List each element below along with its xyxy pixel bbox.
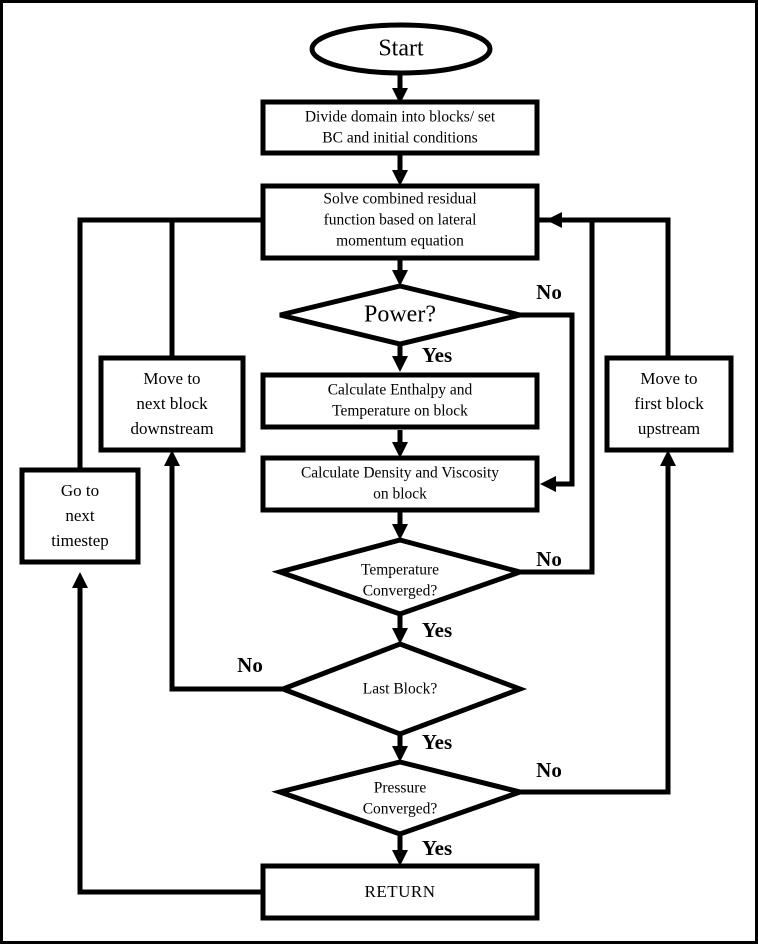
move-downstream-line1: Move to: [143, 369, 200, 388]
arrowhead-return: [392, 850, 408, 866]
edge-press-no: [520, 460, 671, 795]
divide-domain-line1: Divide domain into blocks/ set: [305, 109, 496, 126]
branch-label-press-yes: Yes: [422, 836, 452, 860]
return-label: RETURN: [365, 882, 436, 901]
move-upstream-box[interactable]: [604, 355, 734, 453]
connectors: [72, 72, 676, 895]
node-divide-domain[interactable]: Divide domain into blocks/ set BC and in…: [260, 99, 540, 156]
temperature-converged-line1: Temperature: [361, 562, 439, 579]
last-block-label: Last Block?: [363, 681, 438, 698]
branch-label-lastblock-no: No: [237, 653, 263, 677]
pressure-converged-line2: Converged?: [363, 801, 438, 818]
power-label: Power?: [364, 302, 436, 328]
branch-label-power-no: No: [536, 280, 562, 304]
node-pressure-converged[interactable]: Pressure Converged?: [271, 759, 529, 837]
branch-label-press-no: No: [536, 758, 562, 782]
edge-return-to-timestep: [77, 582, 263, 895]
arrowhead-solve: [392, 170, 408, 186]
move-upstream-line2: first block: [634, 394, 704, 413]
temperature-converged-diamond[interactable]: [271, 537, 529, 617]
node-power-decision[interactable]: Power?: [279, 283, 521, 347]
calculate-enthalpy-line1: Calculate Enthalpy and: [328, 382, 473, 399]
branch-label-power-yes: Yes: [422, 343, 452, 367]
arrowhead-solve-right: [546, 212, 562, 228]
return-box[interactable]: [260, 863, 540, 921]
node-next-timestep[interactable]: Go to next timestep: [19, 467, 141, 565]
branch-label-temp-yes: Yes: [422, 618, 452, 642]
node-start[interactable]: Start: [309, 22, 493, 76]
calculate-density-line2: on block: [373, 486, 427, 503]
solve-residual-line1: Solve combined residual: [323, 191, 476, 208]
pressure-converged-diamond[interactable]: [271, 759, 529, 837]
arrowhead-move-upstream: [660, 450, 676, 466]
last-block-diamond[interactable]: [276, 641, 528, 737]
edge-power-no: [520, 312, 575, 487]
calculate-enthalpy-box[interactable]: [260, 372, 540, 430]
calculate-density-line1: Calculate Density and Viscosity: [301, 465, 499, 482]
branch-label-temp-no: No: [536, 547, 562, 571]
move-downstream-line2: next block: [136, 394, 208, 413]
next-timestep-box[interactable]: [19, 467, 141, 565]
arrowhead-power: [392, 270, 408, 286]
move-upstream-line1: Move to: [640, 369, 697, 388]
calculate-enthalpy-line2: Temperature on block: [332, 403, 468, 420]
next-timestep-line2: next: [65, 506, 95, 525]
move-upstream-line3: upstream: [638, 419, 700, 438]
solve-residual-box[interactable]: [260, 183, 540, 261]
node-move-upstream[interactable]: Move to first block upstream: [604, 355, 734, 453]
pressure-converged-line1: Pressure: [374, 780, 427, 797]
edge-lastblock-no: [169, 460, 283, 692]
temperature-converged-line2: Converged?: [363, 583, 438, 600]
solve-residual-line2: function based on lateral: [324, 212, 477, 229]
arrowhead-next-timestep: [72, 572, 88, 588]
node-move-downstream[interactable]: Move to next block downstream: [98, 355, 246, 453]
move-downstream-line3: downstream: [130, 419, 213, 438]
arrowhead-move-downstream: [164, 450, 180, 466]
arrowhead-enthalpy: [392, 356, 408, 372]
arrowhead-temp-conv: [392, 524, 408, 540]
edge-timestep-to-solve: [77, 217, 285, 470]
node-temperature-converged[interactable]: Temperature Converged?: [271, 537, 529, 617]
edge-upstream-to-solve: [592, 217, 671, 358]
arrowhead-divide: [392, 88, 408, 104]
next-timestep-line1: Go to: [61, 481, 99, 500]
divide-domain-line2: BC and initial conditions: [322, 130, 477, 147]
arrowhead-density-right: [540, 476, 556, 492]
branch-label-lastblock-yes: Yes: [422, 730, 452, 754]
node-last-block[interactable]: Last Block?: [276, 641, 528, 737]
divide-domain-box[interactable]: [260, 99, 540, 156]
calculate-density-box[interactable]: [260, 455, 540, 513]
arrowhead-density-top: [392, 442, 408, 458]
node-solve-residual[interactable]: Solve combined residual function based o…: [260, 183, 540, 261]
move-downstream-box[interactable]: [98, 355, 246, 453]
node-calculate-enthalpy[interactable]: Calculate Enthalpy and Temperature on bl…: [260, 372, 540, 430]
arrowhead-press-conv: [392, 746, 408, 762]
node-return[interactable]: RETURN: [260, 863, 540, 921]
arrowhead-last-block: [392, 628, 408, 644]
solve-residual-line3: momentum equation: [336, 233, 464, 250]
power-diamond[interactable]: [279, 283, 521, 347]
start-label: Start: [378, 36, 424, 62]
next-timestep-line3: timestep: [51, 531, 109, 550]
node-calculate-density[interactable]: Calculate Density and Viscosity on block: [260, 455, 540, 513]
start-ellipse[interactable]: [309, 22, 493, 76]
